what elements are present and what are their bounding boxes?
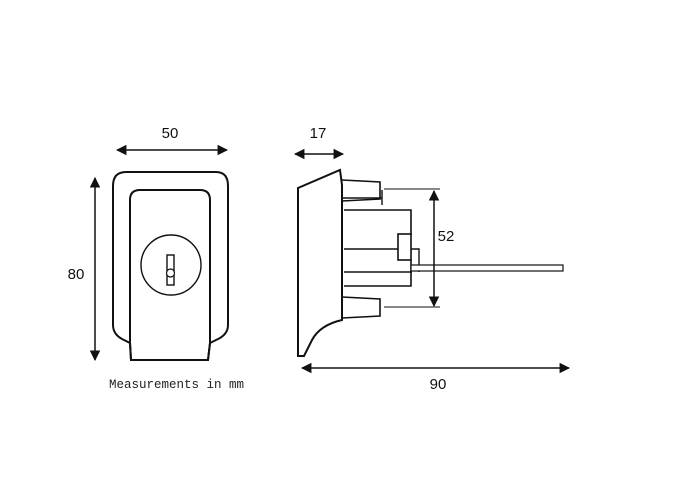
lower-pin	[341, 296, 381, 319]
actuator-rod	[410, 264, 564, 272]
side-depth-label: 17	[310, 125, 327, 142]
side-depth-dimension: 17	[293, 125, 345, 160]
lock-cylinder	[140, 234, 202, 296]
side-view	[297, 168, 564, 357]
front-view	[112, 171, 229, 361]
measurement-caption: Measurements in mm	[109, 378, 244, 392]
front-width-dimension: 50	[115, 125, 229, 156]
front-height-dimension: 80	[68, 176, 101, 362]
side-bracket-lower	[344, 260, 412, 287]
cam-tail	[411, 248, 420, 272]
overall-length-label: 90	[430, 376, 447, 393]
front-height-label: 80	[68, 266, 85, 283]
side-faceplate-outline	[297, 168, 343, 357]
pin-spacing-label: 52	[438, 228, 455, 245]
keyhole-pin	[165, 268, 176, 278]
front-insert-outline	[129, 189, 211, 361]
cam-block	[397, 233, 412, 261]
upper-pin	[341, 179, 381, 202]
keyway-slot	[166, 254, 175, 286]
side-bracket	[344, 209, 412, 235]
pin-spacing-dimension: 52	[384, 188, 455, 308]
overall-length-dimension: 90	[300, 362, 571, 393]
front-width-label: 50	[162, 125, 179, 142]
